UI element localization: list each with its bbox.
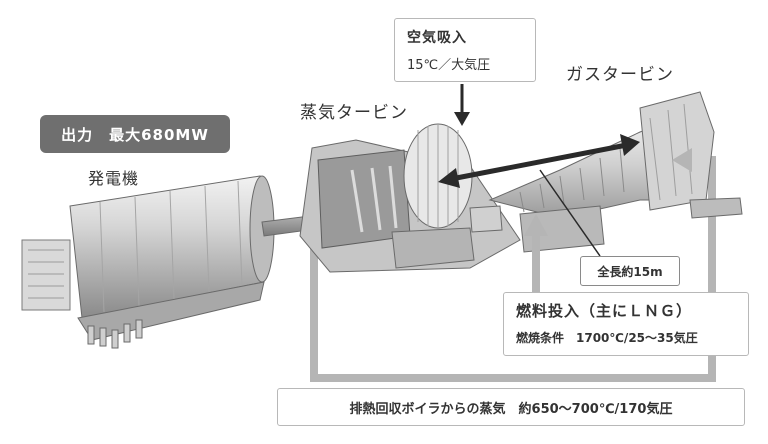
generator-label: 発電機 [88,169,140,188]
total-length-box: 全長約15m [580,256,680,286]
air-intake-title: 空気吸入 [407,30,467,46]
total-length-text: 全長約15m [597,264,663,279]
fuel-input-arrow [524,214,548,294]
fuel-input-title: 燃料投入（主にＬＮＧ） [516,302,693,320]
output-text: 出力 最大680MW [61,125,209,144]
length-leader-line [539,169,601,257]
steam-turbine-unit [299,123,521,273]
steam-return-arrow [672,148,692,172]
length-arrow [438,134,640,188]
steam-turbine-label: 蒸気タービン [300,103,408,123]
gas-turbine-label: ガスタービン [566,65,674,85]
exhaust-steam-text: 排熱回収ボイラからの蒸気 約650～700℃/170気圧 [349,401,673,417]
fuel-input-box: 燃料投入（主にＬＮＧ） 燃焼条件 1700℃/25～35気圧 [503,292,749,356]
output-badge: 出力 最大680MW [40,115,230,153]
air-intake-box: 空気吸入 15℃／大気圧 [394,18,536,82]
exhaust-steam-box: 排熱回収ボイラからの蒸気 約650～700℃/170気圧 [277,388,745,426]
gas-turbine-unit [488,91,743,253]
fuel-input-condition: 燃焼条件 1700℃/25～35気圧 [516,331,698,345]
generator-unit [21,175,275,349]
air-intake-condition: 15℃／大気圧 [407,58,491,73]
air-intake-arrow [454,84,470,126]
